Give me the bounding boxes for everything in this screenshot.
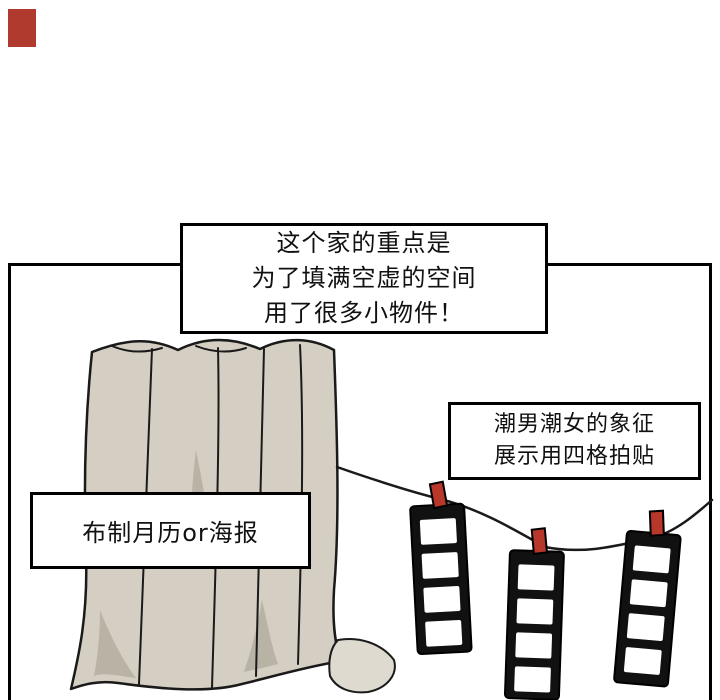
caption-line-1: 这个家的重点是 — [276, 229, 452, 257]
fabric-shadow — [94, 610, 136, 678]
curtain-label-box: 布制月历or海报 — [30, 492, 311, 569]
fabric-shadow — [244, 600, 278, 672]
fabric-pool — [328, 638, 396, 694]
clip-icon — [530, 527, 549, 556]
caption-line-2: 为了填满空虚的空间 — [251, 264, 477, 292]
photo-label-box: 潮男潮女的象征 展示用四格拍贴 — [448, 402, 701, 480]
photo-label-line-1: 潮男潮女的象征 — [493, 412, 655, 437]
clip-icon — [428, 480, 449, 510]
curtain-label-text: 布制月历or海报 — [82, 519, 259, 547]
caption-box: 这个家的重点是 为了填满空虚的空间 用了很多小物件！ — [180, 223, 548, 334]
photo-strip-2 — [503, 527, 565, 700]
photo-label-line-2: 展示用四格拍贴 — [493, 444, 655, 469]
photo-strip-3 — [613, 509, 682, 688]
clip-icon — [648, 509, 665, 537]
page-corner-marker — [8, 9, 36, 47]
photo-strip-1 — [409, 480, 473, 656]
caption-line-3: 用了很多小物件！ — [264, 299, 464, 327]
